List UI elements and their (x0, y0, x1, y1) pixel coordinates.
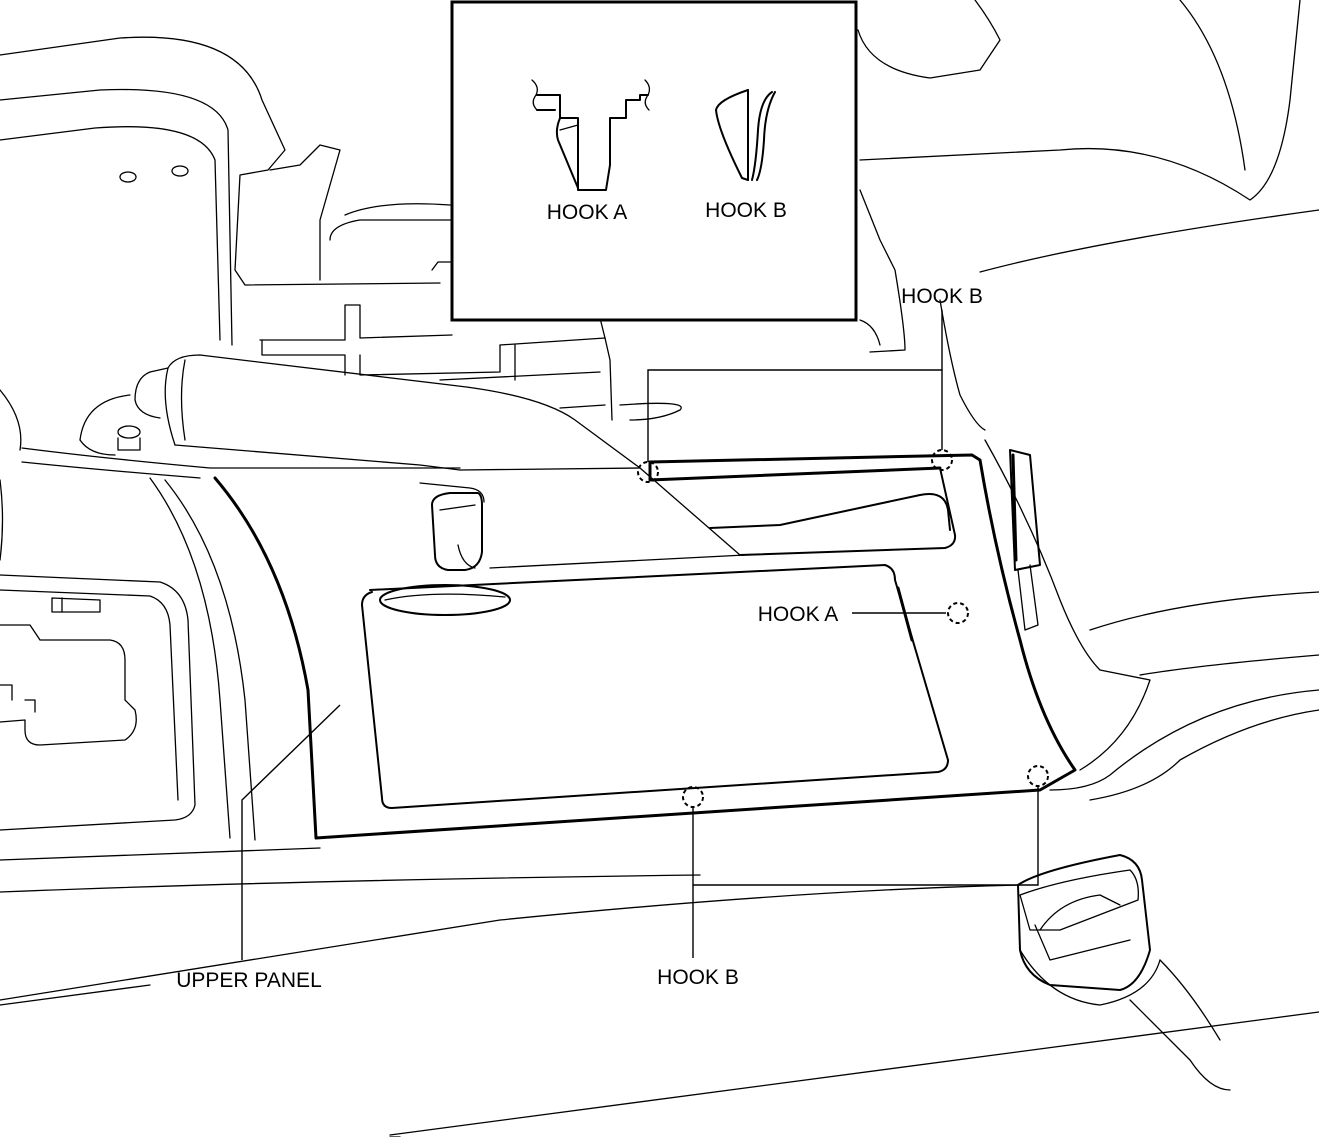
upper-panel-label: UPPER PANEL (176, 969, 322, 992)
hook-b-detail-icon (715, 89, 776, 181)
hook-b-label-top: HOOK B (901, 285, 983, 308)
hook-a-label: HOOK A (758, 603, 839, 626)
hook-b-marker-bottom-right (1027, 765, 1049, 787)
inset-frame (450, 0, 858, 322)
hook-b-marker-top-right (931, 449, 953, 471)
hook-b-label-bottom: HOOK B (657, 966, 739, 989)
hook-b-marker-top-left (637, 461, 659, 483)
hook-b-marker-bottom-center (682, 786, 704, 808)
inset-hook-b-label: HOOK B (705, 199, 787, 222)
hook-a-marker (947, 602, 969, 624)
hook-detail-inset: HOOK A HOOK B (450, 0, 858, 322)
upper-panel (213, 453, 1077, 840)
inset-hook-a-label: HOOK A (547, 201, 628, 224)
leader-lines (241, 310, 1039, 960)
hook-a-detail-icon (531, 79, 651, 191)
